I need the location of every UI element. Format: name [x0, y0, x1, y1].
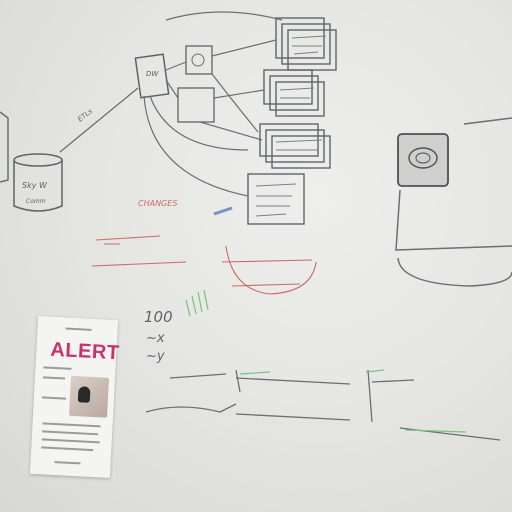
node-box-middle — [177, 87, 215, 123]
blue-mark — [213, 206, 233, 216]
poster-text-line — [41, 396, 66, 400]
poster-text-line — [41, 446, 94, 452]
connector-arrows — [143, 11, 283, 197]
device-icon — [397, 133, 449, 187]
number-100: 100 — [144, 308, 173, 326]
poster-headline: ALERT — [49, 338, 121, 365]
report-stack-2 — [263, 69, 325, 117]
poster-top-line — [65, 327, 92, 331]
label-dw: DW — [146, 70, 159, 78]
report-stack-1 — [275, 17, 337, 71]
node-box-top — [185, 45, 213, 75]
poster-text-line — [54, 461, 81, 465]
poster-text-line — [42, 422, 101, 428]
report-stack-3 — [259, 123, 331, 169]
var-y: ~y — [146, 349, 165, 364]
node-circle — [191, 53, 205, 67]
label-skywell: Sky W — [22, 181, 48, 190]
alert-poster: ALERT — [29, 316, 121, 478]
green-timeline-marks — [239, 369, 467, 433]
right-frame — [395, 117, 512, 287]
report-box-bottom — [247, 173, 305, 225]
source-box — [134, 53, 170, 99]
red-scribble-notes — [91, 235, 317, 295]
database-cylinder — [13, 153, 63, 212]
label-etl: ETLs — [76, 107, 94, 124]
poster-text-line — [42, 430, 99, 436]
var-x: ~x — [146, 331, 165, 346]
poster-text-line — [43, 366, 72, 370]
poster-hand-image — [77, 386, 91, 403]
timeline-graph — [145, 369, 501, 441]
poster-photo — [69, 375, 110, 418]
label-skywell-sub: Comm — [26, 198, 46, 205]
box-scribbles — [255, 35, 327, 217]
etl-arrow — [59, 87, 139, 153]
label-changes: CHANGES — [138, 199, 177, 208]
poster-text-line — [42, 376, 66, 380]
poster-text-line — [41, 438, 100, 444]
green-hatch — [185, 289, 209, 317]
partial-box-left — [0, 111, 9, 183]
